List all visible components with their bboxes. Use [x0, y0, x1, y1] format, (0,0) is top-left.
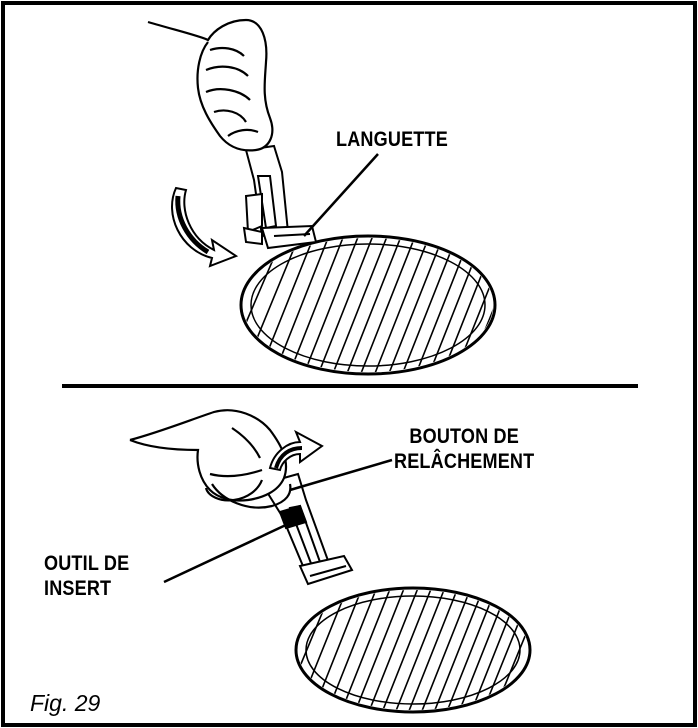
- insert-tool-label-line2: INSERT: [44, 576, 129, 601]
- tab-callout-label: LANGUETTE: [336, 127, 448, 152]
- release-button-callout-label: BOUTON DE RELÂCHEMENT: [394, 424, 534, 474]
- release-button-label-line1: BOUTON DE: [394, 424, 534, 449]
- figure-caption: Fig. 29: [30, 690, 100, 717]
- top-hand: [148, 20, 272, 150]
- bottom-hand: [130, 410, 290, 507]
- release-button-leader-line: [290, 460, 392, 490]
- top-rotate-arrow-icon: [172, 188, 236, 266]
- top-tab-leader-line: [304, 154, 378, 236]
- bottom-grill-rack: [286, 570, 548, 726]
- insert-tool-label-line1: OUTIL DE: [44, 551, 129, 576]
- insert-tool-leader-line: [164, 524, 288, 582]
- top-insert-tool: [244, 146, 316, 248]
- release-button-label-line2: RELÂCHEMENT: [394, 449, 534, 474]
- insert-tool-callout-label: OUTIL DE INSERT: [44, 551, 129, 601]
- tab-label-text: LANGUETTE: [336, 127, 448, 152]
